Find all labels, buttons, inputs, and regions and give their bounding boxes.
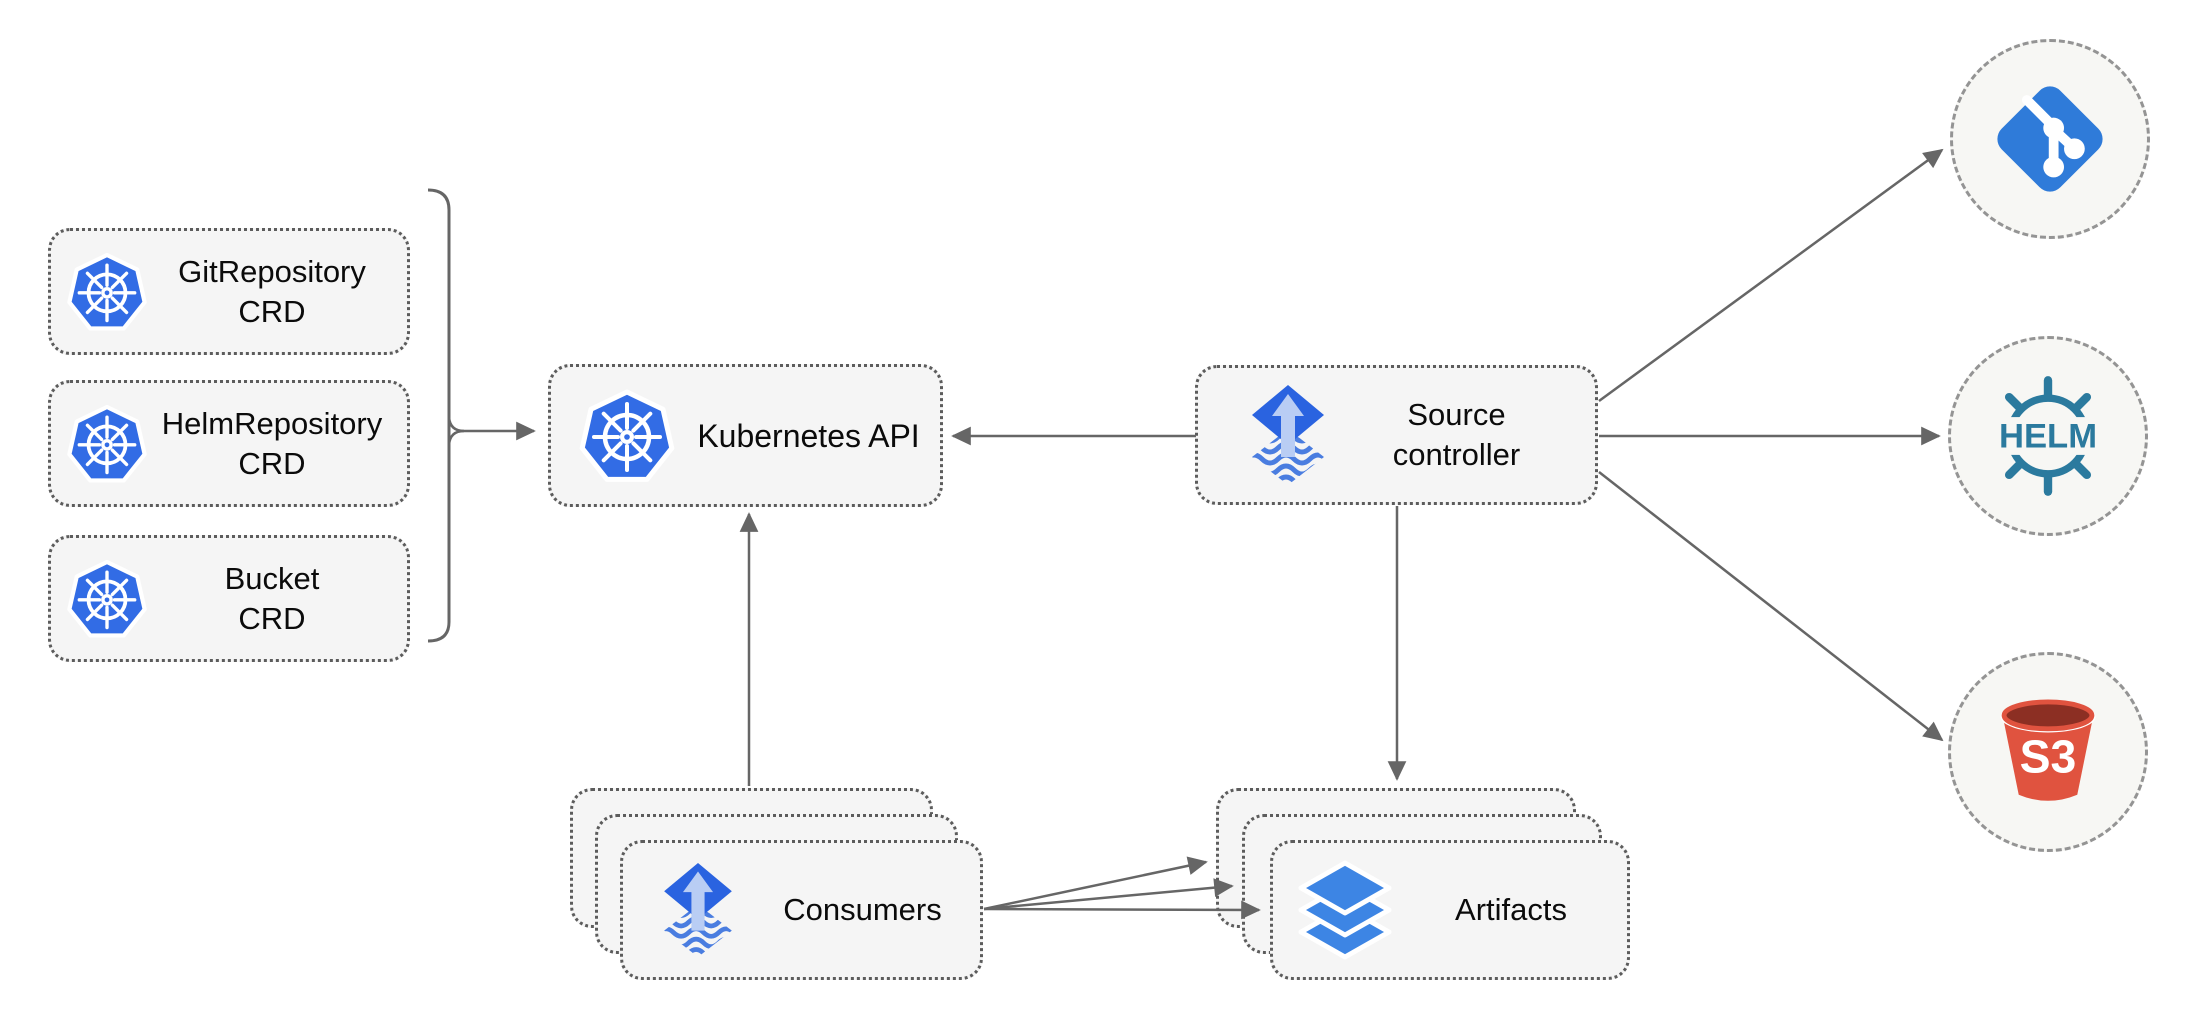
- edge-consumers-to-artifacts-middle: [983, 878, 1234, 911]
- git-icon: [1989, 78, 2111, 200]
- git-source-node: [1950, 39, 2150, 239]
- crd-group-bracket-notch: [447, 416, 465, 446]
- source-controller-node: Source controller: [1195, 365, 1598, 505]
- s3-bucket-icon: S3: [2000, 699, 2096, 801]
- kubernetes-icon: [65, 250, 149, 334]
- flux-icon: [651, 857, 745, 963]
- gitrepository-crd-node: GitRepository CRD: [48, 228, 410, 355]
- edge-consumers-to-artifacts-back: [983, 856, 1208, 911]
- consumers-node: Consumers: [620, 840, 983, 980]
- bucket-crd-label: Bucket CRD: [224, 560, 320, 636]
- helm-label: HELM: [1999, 418, 2097, 456]
- edge-source-controller-to-git: [1598, 148, 1944, 403]
- kubernetes-icon: [577, 386, 677, 486]
- kubernetes-api-node: Kubernetes API: [548, 364, 943, 507]
- edge-source-controller-to-s3: [1598, 471, 1944, 742]
- kubernetes-icon: [65, 557, 149, 641]
- layers-icon: [1295, 855, 1395, 965]
- bucket-crd-node: Bucket CRD: [48, 535, 410, 662]
- flux-icon: [1238, 379, 1338, 491]
- helmrepository-crd-node: HelmRepository CRD: [48, 380, 410, 507]
- gitrepository-crd-label: GitRepository CRD: [178, 253, 366, 329]
- artifacts-node: Artifacts: [1270, 840, 1630, 980]
- helm-icon: HELM: [1986, 376, 2110, 496]
- kubernetes-api-label: Kubernetes API: [697, 417, 920, 454]
- s3-source-node: S3: [1948, 652, 2148, 852]
- helm-source-node: HELM: [1948, 336, 2148, 536]
- artifacts-label: Artifacts: [1455, 892, 1567, 927]
- consumers-label: Consumers: [783, 892, 942, 927]
- source-controller-label: Source controller: [1392, 397, 1521, 472]
- helmrepository-crd-label: HelmRepository CRD: [161, 405, 383, 481]
- s3-label: S3: [2020, 731, 2077, 783]
- crd-group-bracket: [427, 188, 451, 643]
- kubernetes-icon: [65, 402, 149, 486]
